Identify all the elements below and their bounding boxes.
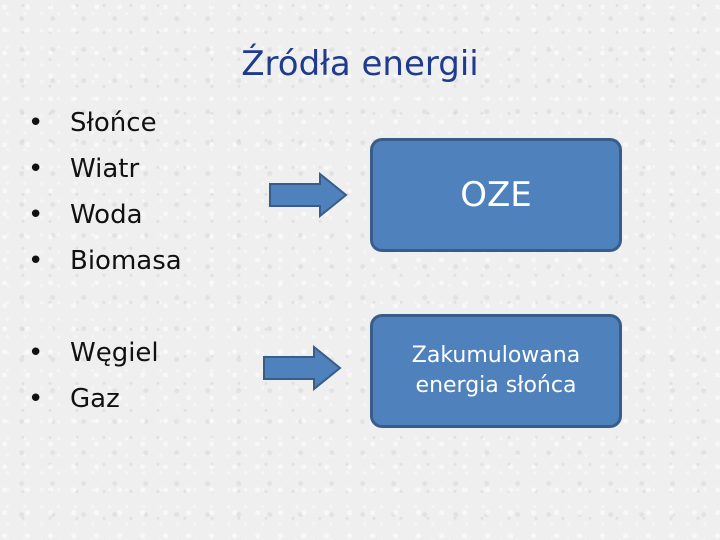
accumulated-solar-energy-box: Zakumulowana energia słońca (370, 314, 622, 428)
bullet-item-wiatr: Wiatr (28, 146, 182, 192)
bullet-item-biomasa: Biomasa (28, 238, 182, 284)
bullet-item-wegiel: Węgiel (28, 330, 159, 376)
bullet-item-slonce: Słońce (28, 100, 182, 146)
bullet-item-gaz: Gaz (28, 376, 159, 422)
arrow-right-icon (268, 172, 348, 218)
oze-box: OZE (370, 138, 622, 252)
renewable-sources-list: Słońce Wiatr Woda Biomasa (28, 100, 182, 284)
fossil-sources-list: Węgiel Gaz (28, 330, 159, 422)
arrow-right-icon (262, 345, 342, 391)
slide-title: Źródła energii (241, 44, 479, 84)
bullet-item-woda: Woda (28, 192, 182, 238)
